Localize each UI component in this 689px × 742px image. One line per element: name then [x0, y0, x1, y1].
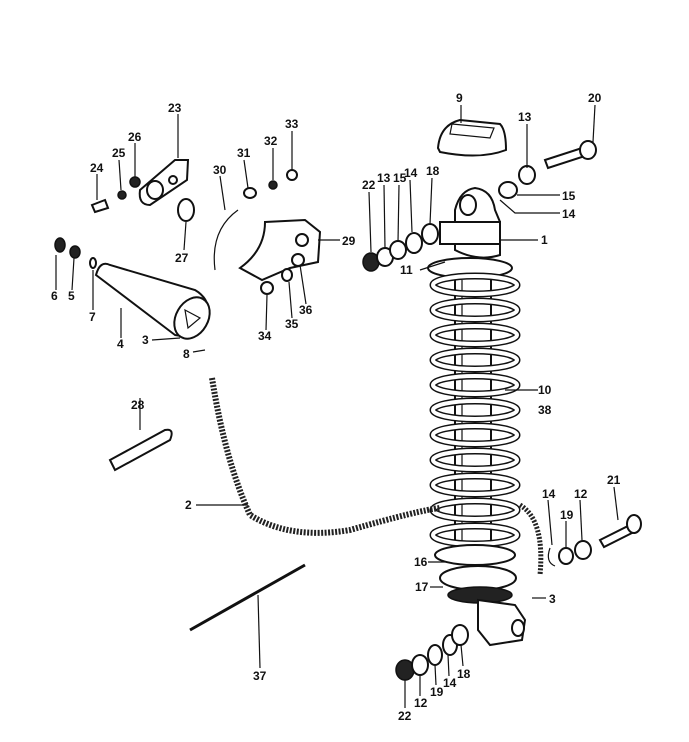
part-top-cap: [436, 118, 508, 157]
label-14b: 14: [562, 207, 576, 221]
label-2: 2: [185, 498, 192, 512]
label-3: 3: [142, 333, 149, 347]
part-lower-seat: [434, 544, 527, 647]
part-left-bushing-stack: [362, 223, 439, 272]
label-36: 36: [299, 303, 313, 317]
spring-coil: [431, 474, 519, 496]
label-22: 22: [362, 178, 376, 192]
label-19: 19: [560, 508, 574, 522]
label-15: 15: [393, 171, 407, 185]
callout-labels: 9 20 23 13 33 26 32 31 25 24 14 18 13 15…: [51, 91, 621, 723]
part-spring: [429, 272, 521, 548]
spring-coil: [431, 374, 519, 396]
part-fitting-6: [54, 237, 97, 269]
label-14d: 14: [443, 676, 457, 690]
label-4: 4: [117, 337, 124, 351]
label-32: 32: [264, 134, 278, 148]
label-34: 34: [258, 329, 272, 343]
label-17: 17: [415, 580, 429, 594]
part-bracket-23: [90, 159, 195, 222]
label-7: 7: [89, 310, 96, 324]
label-6: 6: [51, 289, 58, 303]
part-hose: [209, 377, 441, 536]
spring-coil: [431, 424, 519, 446]
leader-lines: [55, 104, 619, 708]
label-18: 18: [426, 164, 440, 178]
label-20: 20: [588, 91, 602, 105]
label-19b: 19: [430, 685, 444, 699]
label-8: 8: [183, 347, 190, 361]
spring-coil: [431, 274, 519, 296]
spring-coil: [431, 499, 519, 521]
label-14c: 14: [542, 487, 556, 501]
label-27: 27: [175, 251, 189, 265]
label-1: 1: [541, 233, 548, 247]
label-38: 38: [538, 403, 552, 417]
label-25: 25: [112, 146, 126, 160]
label-37: 37: [253, 669, 267, 683]
label-12: 12: [574, 487, 588, 501]
spring-coil: [431, 449, 519, 471]
label-13b: 13: [377, 171, 391, 185]
part-tie-37: [189, 563, 306, 632]
spring-coil: [431, 324, 519, 346]
label-33: 33: [285, 117, 299, 131]
part-reservoir: [94, 262, 211, 340]
label-9: 9: [456, 91, 463, 105]
label-15b: 15: [562, 189, 576, 203]
part-guard-28: [108, 428, 173, 472]
label-35: 35: [285, 317, 299, 331]
label-23: 23: [168, 101, 182, 115]
part-lower-bushing-stack: [395, 624, 469, 681]
label-31: 31: [237, 146, 251, 160]
part-hose-end: [518, 502, 544, 576]
part-upper-mount: [427, 186, 513, 279]
part-bushing-15: [498, 181, 518, 199]
label-5: 5: [68, 289, 75, 303]
label-11: 11: [400, 263, 413, 277]
label-16: 16: [414, 555, 428, 569]
spring-coil: [431, 299, 519, 321]
part-bolt-upper: [543, 140, 597, 170]
label-18b: 18: [457, 667, 471, 681]
label-14: 14: [404, 166, 418, 180]
label-24: 24: [90, 161, 104, 175]
spring-coil: [431, 399, 519, 421]
part-bracket-29: [238, 169, 322, 295]
label-29: 29: [342, 234, 356, 248]
label-13: 13: [518, 110, 532, 124]
label-12b: 12: [414, 696, 428, 710]
label-3b: 3: [549, 592, 556, 606]
label-26: 26: [128, 130, 142, 144]
part-bolt-lower: [547, 514, 642, 567]
spring-coil: [431, 349, 519, 371]
label-21: 21: [607, 473, 621, 487]
label-22b: 22: [398, 709, 412, 723]
label-28: 28: [131, 398, 145, 412]
part-washer-13: [518, 165, 536, 185]
label-10: 10: [538, 383, 552, 397]
part-clamp: [213, 209, 239, 271]
label-30: 30: [213, 163, 227, 177]
